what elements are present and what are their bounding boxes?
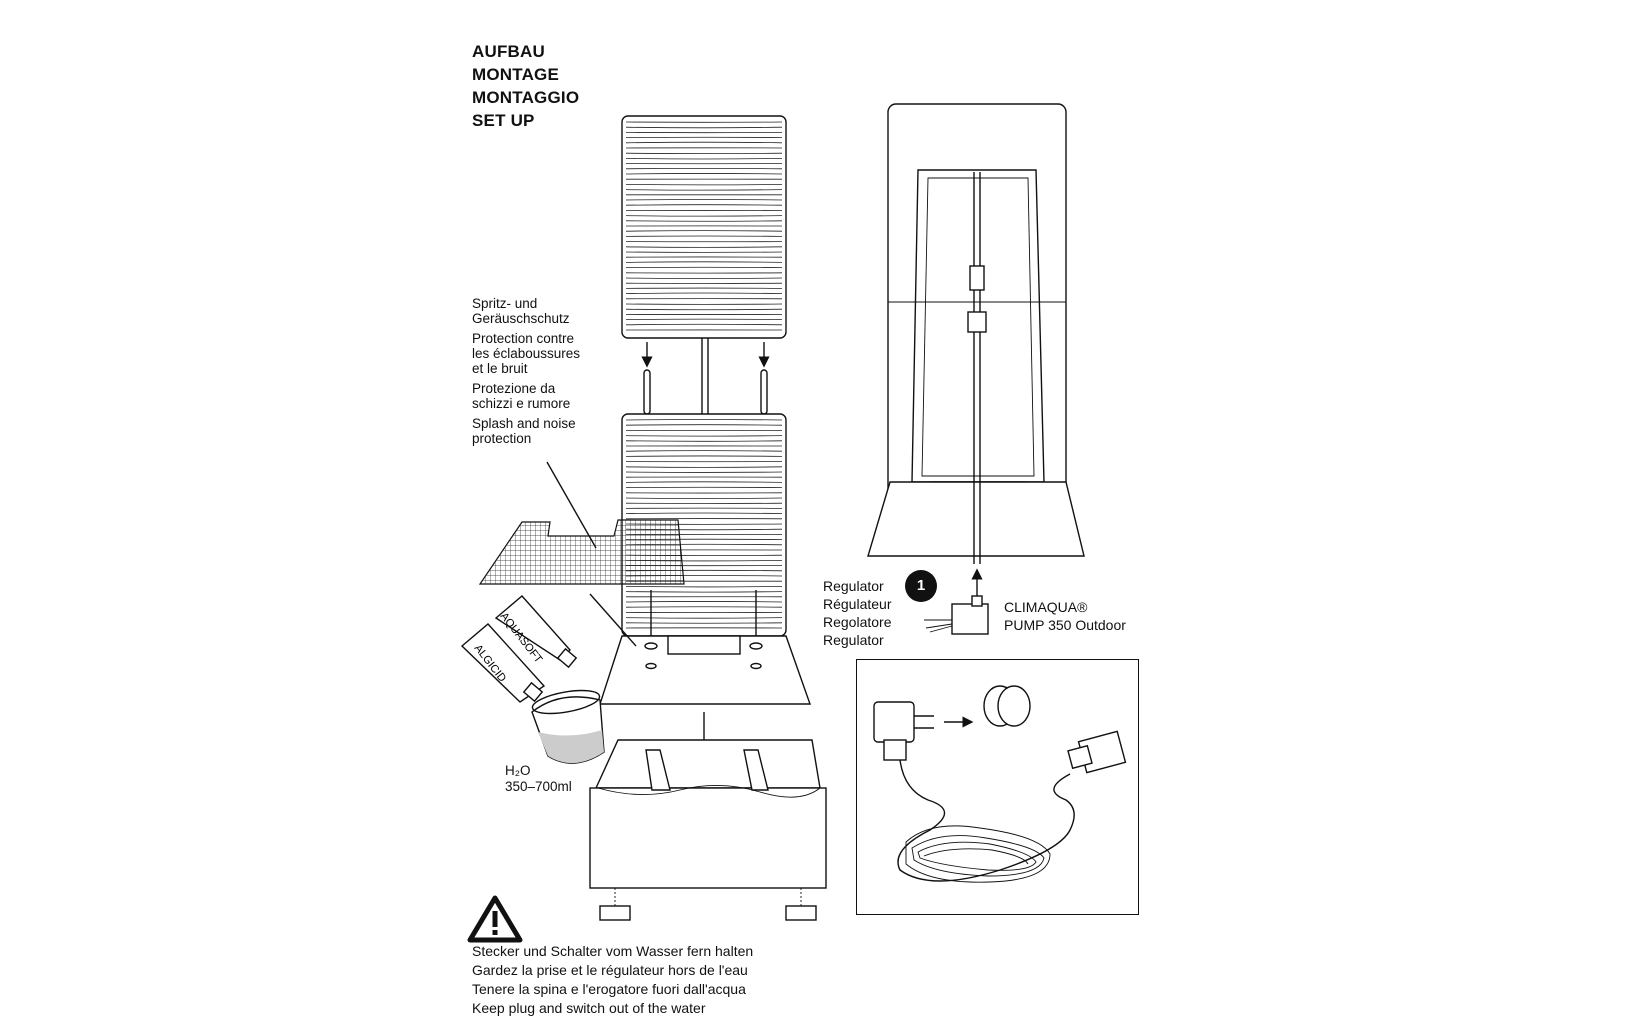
inset-accessories: [873, 685, 1127, 883]
regulator-fr: Régulateur: [823, 596, 892, 612]
upper-stone-stack: [621, 115, 787, 339]
stone-layer-line: [625, 261, 783, 263]
pump-label: CLIMAQUA® PUMP 350 Outdoor: [1004, 598, 1126, 634]
measuring-cup: [531, 689, 605, 764]
stone-layer-line: [625, 173, 783, 175]
stone-layer-line: [625, 424, 783, 426]
pump-brand: CLIMAQUA®: [1004, 599, 1088, 615]
stone-layer-line: [625, 586, 783, 588]
pump-model: PUMP 350 Outdoor: [1004, 617, 1126, 633]
stone-layer-line: [625, 601, 783, 603]
basin: [589, 739, 827, 921]
pump: [924, 595, 989, 635]
title-line-it: MONTAGGIO: [472, 88, 580, 107]
stone-layer-line: [625, 323, 783, 326]
water-amount: 350–700ml: [505, 779, 572, 794]
stone-layer-line: [625, 466, 783, 468]
splash-en-line-1: Splash and noise: [472, 416, 576, 431]
accessory-inset-frame: [856, 659, 1139, 915]
pin-left: [643, 369, 651, 415]
splash-de-line-2: Geräuschschutz: [472, 311, 570, 326]
stone-layer-line: [625, 292, 783, 294]
assembled-fountain: [867, 103, 1085, 596]
splash-fr-line-1: Protection contre: [472, 331, 575, 346]
regulator-label: Regulator Régulateur Regolatore Regulato…: [823, 577, 892, 649]
splash-en-line-2: protection: [472, 431, 532, 446]
title-line-en: SET UP: [472, 111, 535, 130]
stone-layer-line: [625, 591, 783, 593]
water-formula: H₂O: [505, 763, 531, 778]
stone-layer-line: [625, 189, 783, 191]
regulator-en: Regulator: [823, 632, 884, 648]
stone-layer-line: [625, 141, 783, 144]
stone-layer-line: [625, 277, 783, 279]
stone-layer-line: [625, 199, 783, 201]
title-line-de: AUFBAU: [472, 42, 545, 61]
stone-layer-line: [625, 215, 783, 217]
regulator-it: Regolatore: [823, 614, 892, 630]
splash-protection-label: Spritz- und Geräuschschutz Protection co…: [472, 296, 622, 451]
splash-fr-line-3: et le bruit: [472, 361, 528, 376]
splash-it-line-1: Protezione da: [472, 381, 556, 396]
bottles: AQUASOFT ALGICID: [460, 595, 578, 703]
splash-label-fr: Protection contre les éclaboussures et l…: [472, 331, 622, 376]
splash-label-it: Protezione da schizzi e rumore: [472, 381, 622, 411]
splash-de-line-1: Spritz- und: [472, 296, 538, 311]
base-plate: [599, 635, 811, 705]
mesh-leader-line: [546, 461, 597, 549]
splash-it-line-2: schizzi e rumore: [472, 396, 571, 411]
water-label: H₂O 350–700ml: [505, 763, 572, 795]
page-title: AUFBAU MONTAGE MONTAGGIO SET UP: [472, 40, 579, 132]
stone-layer-line: [625, 450, 783, 452]
stone-layer-line: [625, 246, 783, 248]
title-line-fr: MONTAGE: [472, 65, 560, 84]
warning-icon: [467, 895, 523, 943]
step-badge: 1: [905, 570, 937, 602]
stone-layer-line: [625, 126, 783, 129]
stone-layer-line: [625, 435, 783, 437]
regulator-de: Regulator: [823, 578, 884, 594]
warning-en: Keep plug and switch out of the water: [472, 1000, 706, 1016]
warning-de: Stecker und Schalter vom Wasser fern hal…: [472, 943, 754, 959]
stone-layer-line: [625, 204, 783, 206]
stone-layer-line: [625, 512, 783, 514]
splash-label-de: Spritz- und Geräuschschutz: [472, 296, 622, 326]
warning-it: Tenere la spina e l'erogatore fuori dall…: [472, 981, 746, 997]
stone-layer-line: [625, 497, 783, 499]
stone-layer-line: [625, 158, 783, 160]
warning-text: Stecker und Schalter vom Wasser fern hal…: [472, 942, 753, 1018]
splash-mesh: [478, 519, 685, 585]
warning-fr: Gardez la prise et le régulateur hors de…: [472, 962, 748, 978]
stone-layer-line: [625, 230, 783, 232]
pin-right: [760, 369, 768, 415]
stone-layer-line: [625, 617, 783, 619]
stone-layer-line: [625, 308, 783, 311]
splash-fr-line-2: les éclaboussures: [472, 346, 581, 361]
splash-label-en: Splash and noise protection: [472, 416, 622, 446]
stone-layer-line: [625, 481, 783, 483]
